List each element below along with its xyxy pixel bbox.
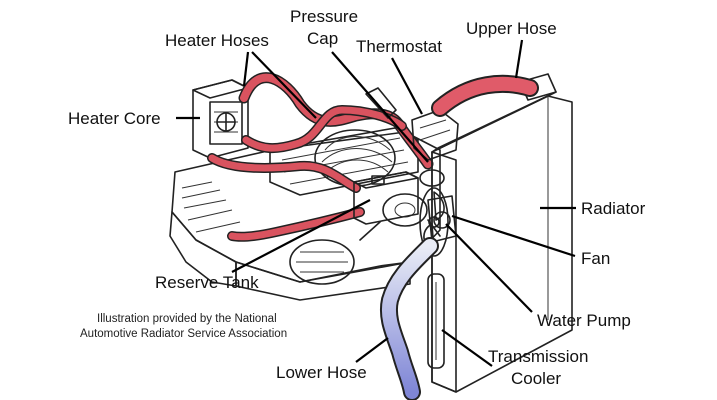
labels: Pressure Cap Heater Hoses Thermostat Upp… [68,7,646,388]
leader-water-pump [445,223,533,313]
label-heater-hoses: Heater Hoses [165,31,269,50]
fan [419,187,449,257]
leader-pressure-cap [331,51,429,163]
leader-lines [176,39,576,367]
credit-line2: Automotive Radiator Service Association [80,328,287,340]
label-upper-hose: Upper Hose [466,19,557,38]
label-radiator: Radiator [581,199,646,218]
label-thermostat: Thermostat [356,37,442,56]
credit-line1: Illustration provided by the National [97,313,277,325]
label-heater-core: Heater Core [68,109,161,128]
leader-thermostat [391,57,423,115]
label-fan: Fan [581,249,610,268]
upper-hose [431,74,539,117]
lower-hose [380,237,439,400]
label-transmission-cooler-line2: Cooler [511,369,561,388]
label-lower-hose: Lower Hose [276,363,367,382]
heater-core [192,79,249,159]
leader-lower-hose [355,337,389,363]
label-pressure-cap-line2: Cap [307,29,338,48]
label-reserve-tank: Reserve Tank [155,273,259,292]
label-transmission-cooler-line1: Transmission [488,347,588,366]
leader-heater-hoses-b [251,51,317,119]
heater-hoses [207,72,434,242]
label-water-pump: Water Pump [537,311,631,330]
leader-fan [451,214,576,258]
leader-heater-hoses-a [242,51,250,87]
radiator [431,73,573,393]
leader-reserve-tank [231,199,371,273]
reserve-tank [353,171,419,225]
leader-upper-hose [514,39,524,79]
leader-transmission-cooler [441,329,493,367]
label-pressure-cap-line1: Pressure [290,7,358,26]
transmission-cooler [427,273,445,369]
water-pump [427,195,457,243]
